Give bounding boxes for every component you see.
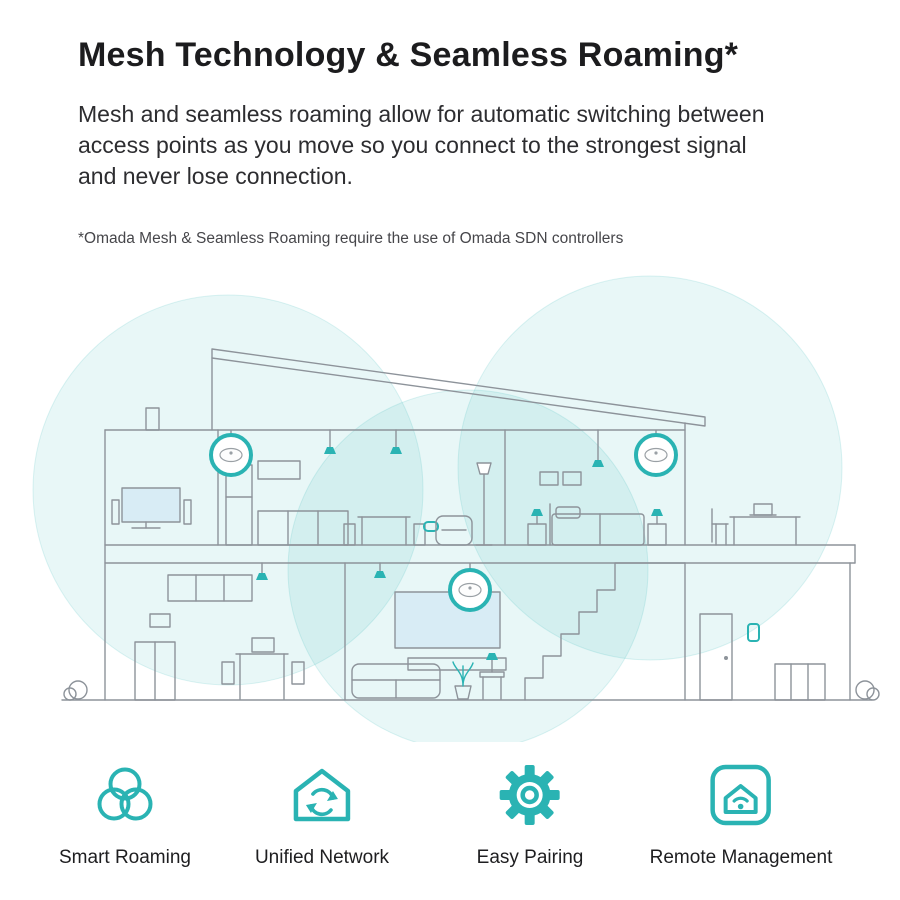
lower-left-room [134,562,305,701]
access-points [209,430,678,612]
wall-art [539,471,559,486]
house-sync-icon [293,768,351,822]
bedside-lamp [651,509,663,516]
feature-smart-roaming: Smart Roaming [59,760,191,869]
footnote: *Omada Mesh & Seamless Roaming require t… [78,230,624,247]
chair [221,661,235,685]
page-title: Mesh Technology & Seamless Roaming* [78,36,739,74]
mesh-circles-icon [97,767,153,821]
header: Mesh Technology & Seamless Roaming* Mesh… [78,36,838,248]
wall-device [747,623,760,642]
shrubs [63,680,880,701]
access-point-upper-left [209,430,253,477]
wall-art [562,471,582,486]
page-description: Mesh and seamless roaming allow for auto… [78,101,765,189]
pendant-lamp [374,571,386,578]
roof-vent [145,407,160,431]
chair [343,523,356,546]
table-lamp [486,653,498,660]
upper-lounge [435,462,493,546]
bed [551,513,645,546]
tv-screen [121,487,181,523]
pillow [555,506,581,519]
feature-unified-network: Unified Network [255,760,389,869]
feature-label: Remote Management [649,847,833,868]
door-knob [724,656,728,660]
plant-leaves [452,661,474,687]
feature-easy-pairing: Easy Pairing [476,760,584,869]
feature-remote-management: Remote Management [649,760,833,869]
coverage-circle-left [32,294,424,686]
deck [711,503,801,546]
pendant-lamp [390,447,402,454]
door [699,613,733,701]
speaker-right [183,499,192,525]
roof [211,348,706,427]
wall-cabinet [257,460,301,480]
gamepad [423,521,439,532]
feature-label: Unified Network [254,847,390,868]
wall-art [149,613,171,628]
lower-right-room [699,613,826,701]
floor-lamp-shade [476,462,492,475]
chair [413,523,426,546]
chair [291,661,305,685]
pendant-lamp [256,573,268,580]
speaker-left [111,499,120,525]
coverage-circle-center [287,389,649,742]
kitchen-counter [257,510,349,546]
stairs [524,562,686,701]
gear-icon [499,765,560,825]
pendant-lamp [324,447,336,454]
access-point-upper-right [634,430,678,477]
upper-tv-room [111,487,192,529]
plant-pot [454,685,472,700]
bedroom [527,429,667,546]
wall-cabinets [167,574,253,602]
remote-house-wifi-icon [710,764,772,826]
cabinet [774,663,826,701]
monitor [251,637,275,653]
bedside-lamp [531,509,543,516]
feature-label: Smart Roaming [59,847,191,868]
feature-label: Easy Pairing [476,847,584,868]
house-illustration [32,275,880,742]
access-point-lower-center [448,563,492,612]
armchair [435,515,473,546]
pendant-lamp [592,460,604,467]
